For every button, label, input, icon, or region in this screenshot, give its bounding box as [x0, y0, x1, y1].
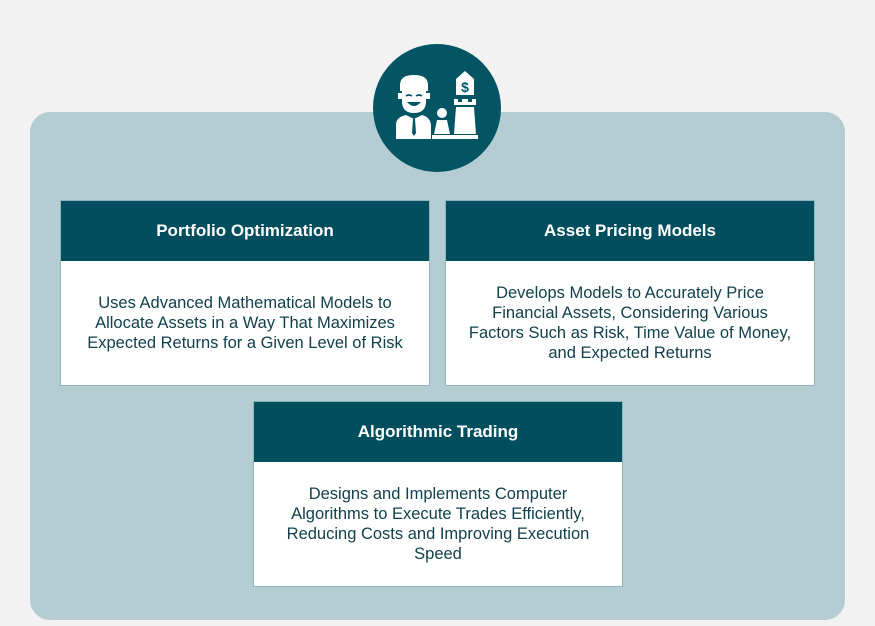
card-portfolio-optimization: Portfolio Optimization Uses Advanced Mat… — [60, 200, 430, 386]
card-algorithmic-trading: Algorithmic Trading Designs and Implemen… — [253, 401, 623, 587]
card-title: Asset Pricing Models — [446, 201, 814, 261]
card-description: Develops Models to Accurately Price Fina… — [446, 261, 814, 385]
businessman-chess-finance-icon: $ — [396, 71, 478, 139]
card-asset-pricing-models: Asset Pricing Models Develops Models to … — [445, 200, 815, 386]
card-description: Uses Advanced Mathematical Models to All… — [61, 261, 429, 385]
card-title: Portfolio Optimization — [61, 201, 429, 261]
card-description: Designs and Implements Computer Algorith… — [254, 462, 622, 586]
icon-badge: $ — [373, 44, 501, 172]
card-title: Algorithmic Trading — [254, 402, 622, 462]
svg-text:$: $ — [461, 79, 469, 95]
